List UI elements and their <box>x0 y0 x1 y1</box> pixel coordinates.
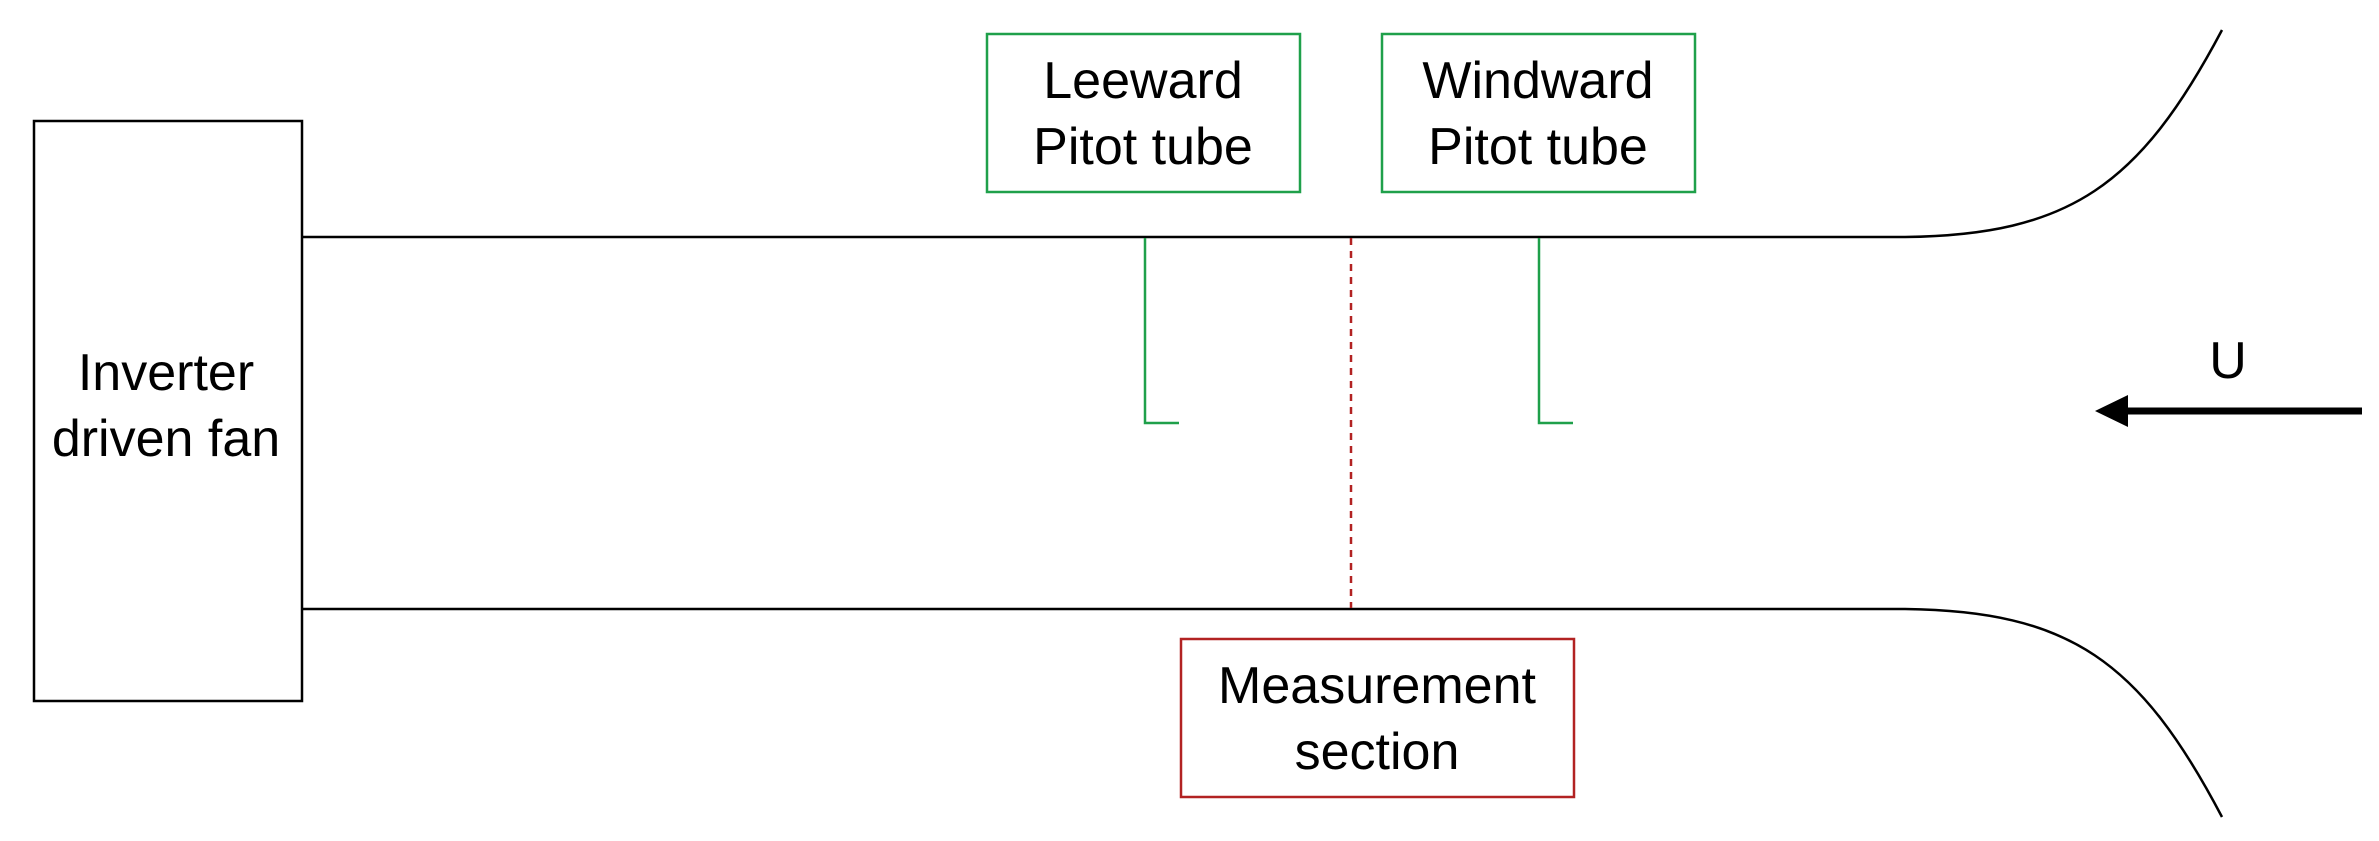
measurement-section-label-line1: Measurement <box>1218 657 1536 715</box>
duct-bottom-wall <box>302 607 2224 818</box>
leeward-pitot-tube <box>1143 238 1179 425</box>
measurement-section-label-box <box>1179 637 1576 799</box>
duct-top-wall <box>302 29 2224 239</box>
fan-box-outline <box>32 119 304 703</box>
leeward-pitot: Leeward Pitot tube <box>985 32 1302 425</box>
leeward-pitot-label-line1: Leeward <box>1043 52 1242 110</box>
windward-pitot-label-line2: Pitot tube <box>1428 118 1648 176</box>
windward-pitot: Windward Pitot tube <box>1380 32 1697 425</box>
fan-box: Inverter driven fan <box>32 119 304 703</box>
measurement-section-label-line2: section <box>1295 723 1460 781</box>
fan-label-line1: Inverter <box>78 344 254 402</box>
windward-pitot-label-line1: Windward <box>1422 52 1653 110</box>
fan-label-line2: driven fan <box>52 410 280 468</box>
leeward-pitot-label-box <box>985 32 1302 194</box>
flow-arrow-head-icon <box>2095 395 2128 427</box>
leeward-pitot-label-line2: Pitot tube <box>1033 118 1253 176</box>
flow-arrow: U <box>2095 332 2362 427</box>
measurement-section: Measurement section <box>1179 637 1576 799</box>
flow-velocity-label: U <box>2209 332 2247 390</box>
windward-pitot-tube <box>1537 238 1573 425</box>
windward-pitot-label-box <box>1380 32 1697 194</box>
